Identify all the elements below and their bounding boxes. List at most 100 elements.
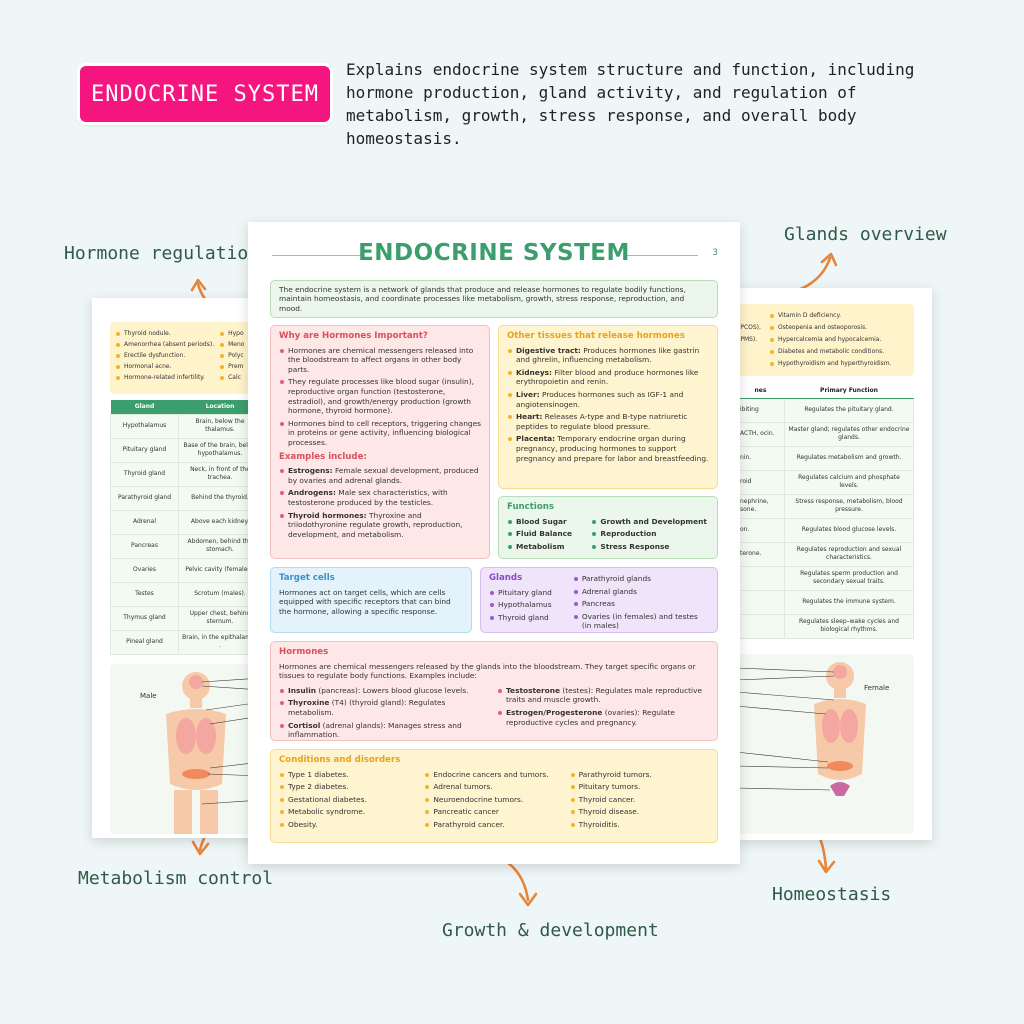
functions-box: Functions Blood Sugar Fluid Balance Meta…	[498, 496, 718, 559]
table-cell-value: Regulates sleep–wake cycles and biologic…	[784, 613, 914, 639]
section-title: Why are Hormones Important?	[279, 331, 428, 341]
list-item: Thyroid disease.	[570, 807, 709, 817]
callout-homeostasis: Homeostasis	[772, 884, 892, 905]
list-item: They regulate processes like blood sugar…	[279, 377, 481, 415]
page-glands-location: Thyroid nodule. Amenorrhea (absent perio…	[92, 298, 262, 838]
list-item: Testosterone (testes): Regulates male re…	[497, 686, 709, 705]
symptom-item: Hormone-related infertility.	[116, 372, 214, 383]
page-number: 3	[712, 248, 718, 258]
section-title: Glands	[489, 573, 523, 583]
function-item: Growth and Development	[591, 517, 709, 527]
table-cell-gland	[736, 589, 785, 615]
title-rule-right	[626, 255, 698, 256]
list-item: Obesity.	[279, 820, 418, 830]
list-item: Estrogens: Female sexual development, pr…	[279, 466, 481, 485]
list-item: Placenta: Temporary endocrine organ duri…	[507, 434, 709, 463]
list-item: Hormones bind to cell receptors, trigger…	[279, 419, 481, 448]
section-title: Other tissues that release hormones	[507, 331, 685, 341]
gland-item: Pancreas	[573, 599, 709, 609]
table-cell-gland: ibiting	[736, 397, 785, 423]
page-title: ENDOCRINE SYSTEM	[358, 240, 630, 266]
symptom-item: Amenorrhea (absent periods).	[116, 339, 214, 350]
gland-item: Pituitary gland	[489, 588, 567, 598]
gland-item: Thyroid gland	[489, 613, 567, 623]
list-item: Type 1 diabetes.	[279, 770, 418, 780]
table-cell-value: Regulates blood glucose levels.	[784, 517, 914, 543]
function-item: Reproduction	[591, 529, 709, 539]
intro-text: Explains endocrine system structure and …	[346, 60, 915, 148]
list-item: Insulin (pancreas): Lowers blood glucose…	[279, 686, 491, 696]
section-title: Conditions and disorders	[279, 755, 401, 765]
callout-metabolism-control: Metabolism control	[78, 868, 274, 889]
function-item: Fluid Balance	[507, 529, 585, 539]
table-cell-gland: Adrenal	[110, 509, 179, 535]
table-cell-gland: Hypothalamus	[110, 413, 179, 439]
list-item: Metabolic syndrome.	[279, 807, 418, 817]
figure-label: Male	[140, 692, 157, 700]
female-anatomy-figure: Female	[736, 654, 914, 834]
table-cell-gland: Ovaries	[110, 557, 179, 583]
female-body-illustration	[736, 662, 866, 796]
list-item: Kidneys: Filter blood and produce hormon…	[507, 368, 709, 387]
symptom-item: Hypercalcemia and hypocalcemia.	[770, 334, 908, 346]
list-item: Thyroid cancer.	[570, 795, 709, 805]
target-cells-text: Hormones act on target cells, which are …	[279, 587, 451, 616]
list-item: Gestational diabetes.	[279, 795, 418, 805]
list-item: Cortisol (adrenal glands): Manages stres…	[279, 721, 491, 740]
function-item: Blood Sugar	[507, 517, 585, 527]
callout-hormone-regulation: Hormone regulation	[64, 243, 260, 264]
table-cell-gland: nephrine, sone.	[736, 493, 785, 519]
why-hormones-box: Why are Hormones Important? Hormones are…	[270, 325, 490, 559]
glands-box: Glands Pituitary gland Hypothalamus Thyr…	[480, 567, 718, 633]
list-item: Thyroxine (T4) (thyroid gland): Regulate…	[279, 698, 491, 717]
symptom-fragment: (PCOS),	[738, 324, 761, 331]
symptom-item: Diabetes and metabolic conditions.	[770, 346, 908, 358]
table-row: Regulates sperm production and secondary…	[736, 565, 914, 591]
table-cell-gland: terone.	[736, 541, 785, 567]
table-row: Regulates the immune system.	[736, 589, 914, 615]
summary-text: The endocrine system is a network of gla…	[279, 285, 686, 313]
symptom-item: Vitamin D deficiency.	[770, 310, 908, 322]
table-cell-value: Regulates metabolism and growth.	[784, 445, 914, 471]
table-cell-value: Regulates the pituitary gland.	[784, 397, 914, 423]
page-endocrine-overview: ENDOCRINE SYSTEM 3 The endocrine system …	[248, 222, 740, 864]
section-title: Functions	[507, 502, 554, 512]
table-row: on.Regulates blood glucose levels.	[736, 517, 914, 543]
list-item: Neuroendocrine tumors.	[424, 795, 563, 805]
table-cell-gland: roid	[736, 469, 785, 495]
page-glands-function: 4 (PCOS), (PMS). Vitamin D deficiency. O…	[736, 288, 932, 840]
gland-item: Parathyroid glands	[573, 574, 709, 584]
table-row: terone.Regulates reproduction and sexual…	[736, 541, 914, 567]
list-item: Estrogen/Progesterone (ovaries): Regulat…	[497, 708, 709, 727]
symptom-item: Prem	[220, 361, 252, 372]
symptom-item: Meno	[220, 339, 252, 350]
table-cell-value: Regulates sperm production and secondary…	[784, 565, 914, 591]
list-item: Thyroiditis.	[570, 820, 709, 830]
symptom-item: Osteopenia and osteoporosis.	[770, 322, 908, 334]
table-cell-gland	[736, 613, 785, 639]
gland-item: Hypothalamus	[489, 600, 567, 610]
callout-growth-development: Growth & development	[442, 920, 659, 941]
table-cell-value: Regulates reproduction and sexual charac…	[784, 541, 914, 567]
list-item: Type 2 diabetes.	[279, 782, 418, 792]
list-item: Androgens: Male sex characteristics, wit…	[279, 488, 481, 507]
symptom-item: Erectile dysfunction.	[116, 350, 214, 361]
hormones-intro: Hormones are chemical messengers release…	[279, 661, 696, 681]
column-header: Primary Function	[784, 384, 914, 399]
table-cell-gland: Thymus gland	[110, 605, 179, 631]
symptom-fragment: (PMS).	[738, 336, 758, 343]
target-cells-box: Target cells Hormones act on target cell…	[270, 567, 472, 633]
column-header: Location	[178, 400, 262, 414]
table-row: Regulates sleep–wake cycles and biologic…	[736, 613, 914, 639]
gland-item: Ovaries (in females) and testes (in male…	[573, 612, 709, 631]
symptom-item: Polyc	[220, 350, 252, 361]
